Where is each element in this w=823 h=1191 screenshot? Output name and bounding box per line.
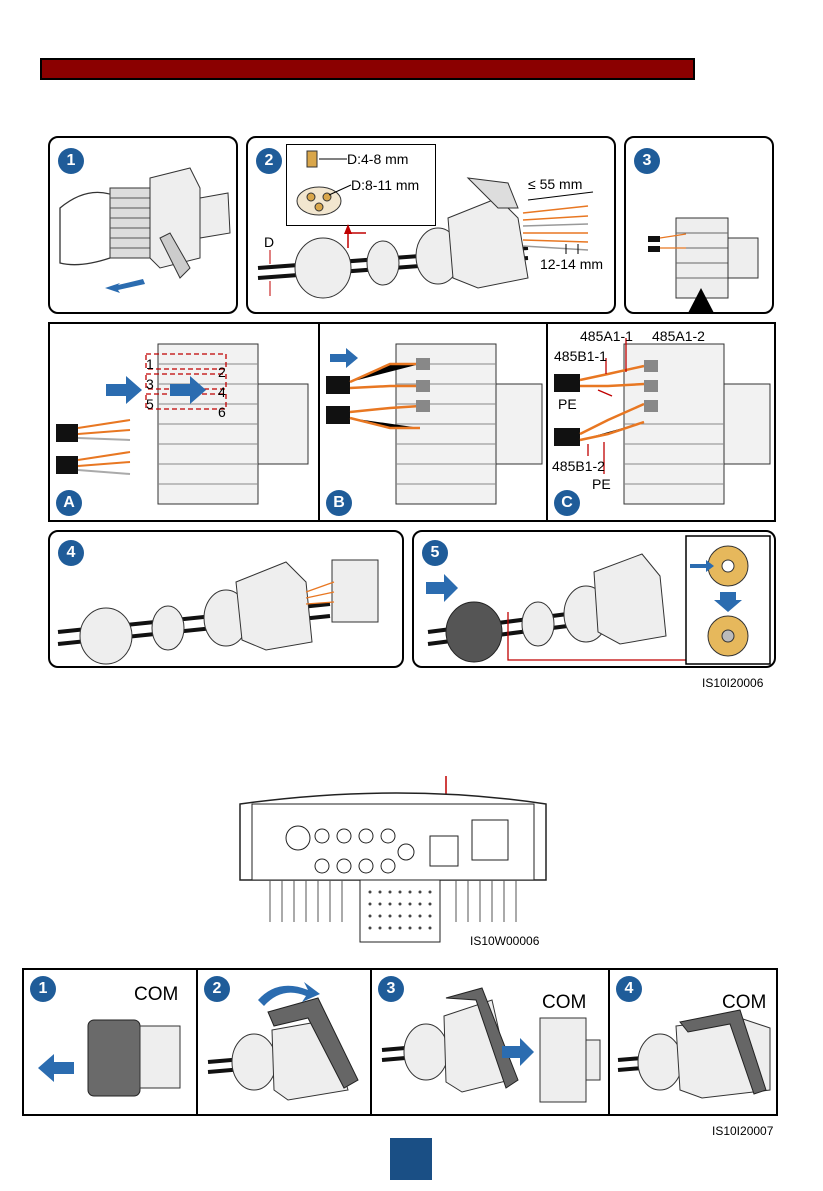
com-step-2: 2 bbox=[198, 970, 372, 1114]
com-locked-illustration bbox=[610, 970, 776, 1114]
com-step-4: 4 COM bbox=[610, 970, 776, 1114]
com-cap-illustration bbox=[24, 970, 196, 1114]
inverter-figure-code: IS10W00006 bbox=[470, 934, 539, 948]
page-number-box bbox=[390, 1138, 432, 1180]
bottom-figure-code: IS10I20007 bbox=[712, 1124, 773, 1138]
com-step-1: 1 COM bbox=[24, 970, 198, 1114]
com-insert-illustration bbox=[372, 970, 608, 1114]
com-steps-row: 1 COM 2 3 COM bbox=[22, 968, 778, 1116]
lever-open-illustration bbox=[198, 970, 370, 1114]
com-step-3: 3 COM bbox=[372, 970, 610, 1114]
